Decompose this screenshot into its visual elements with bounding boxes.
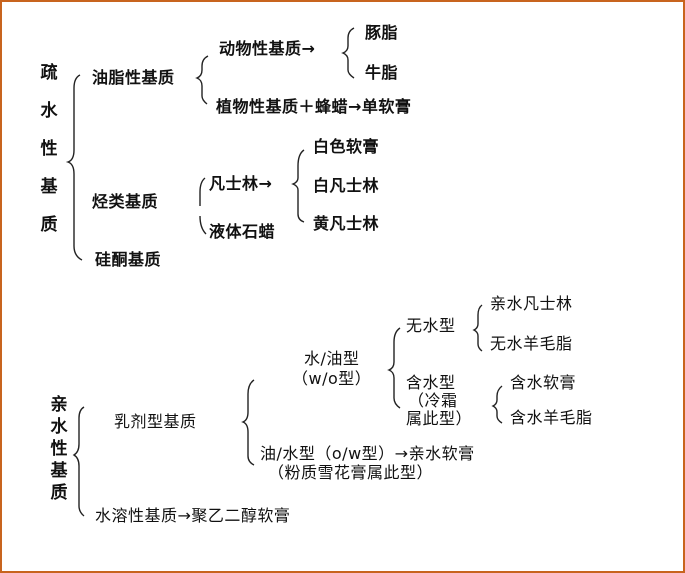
animal-item-tallow: 牛脂 <box>365 63 399 82</box>
ow-type-sublabel: （粉质雪花膏属此型） <box>268 463 434 482</box>
title-char: 疏 <box>40 63 58 83</box>
hydrous-type-sublabel-2: 属此型） <box>406 409 473 428</box>
anhydrous-item-hydrophilic-vaseline: 亲水凡士林 <box>490 294 573 313</box>
vaseline-item-white-vaseline: 白凡士林 <box>313 176 380 195</box>
vaseline-item-white-ointment: 白色软膏 <box>313 137 380 156</box>
water-soluble-base-label: 水溶性基质→聚乙二醇软膏 <box>95 506 291 525</box>
emulsion-base-label: 乳剂型基质 <box>114 412 197 431</box>
liquid-paraffin-label: 液体石蜡 <box>209 222 276 241</box>
title-char: 性 <box>40 139 58 159</box>
anhydrous-item-lanolin: 无水羊毛脂 <box>490 334 573 353</box>
title-char: 质 <box>50 483 68 503</box>
vaseline-item-yellow-vaseline: 黄凡士林 <box>313 214 380 233</box>
hydrous-item-lanolin: 含水羊毛脂 <box>510 408 593 427</box>
title-char: 水 <box>40 101 58 121</box>
hydrophilic-base-title: 亲 水 性 基 质 <box>49 394 69 504</box>
hydrous-item-ointment: 含水软膏 <box>510 373 577 392</box>
ow-type-label: 油/水型（o/w型）→亲水软膏 <box>260 444 475 463</box>
hydrophobic-base-title: 疏 水 性 基 质 <box>39 54 59 244</box>
title-char: 质 <box>40 215 58 235</box>
vaseline-label: 凡士林→ <box>209 174 273 193</box>
plant-base-label: 植物性基质＋蜂蜡→单软膏 <box>216 97 412 116</box>
title-char: 性 <box>50 439 68 459</box>
hydrous-type-label: 含水型 <box>406 373 456 392</box>
hydrous-type-sublabel-1: （冷霜 <box>408 391 458 410</box>
wo-type-sublabel: （w/o型） <box>292 369 372 388</box>
title-char: 亲 <box>50 395 68 415</box>
title-char: 水 <box>50 417 68 437</box>
silicone-base-label: 硅酮基质 <box>95 250 162 269</box>
animal-item-lard: 豚脂 <box>365 23 399 42</box>
oil-base-label: 油脂性基质 <box>92 68 175 87</box>
wo-type-label: 水/油型 <box>304 349 360 368</box>
anhydrous-type-label: 无水型 <box>406 316 456 335</box>
hydrocarbon-base-label: 烃类基质 <box>92 192 159 211</box>
animal-base-label: 动物性基质→ <box>219 39 316 58</box>
title-char: 基 <box>50 461 68 481</box>
title-char: 基 <box>40 177 58 197</box>
